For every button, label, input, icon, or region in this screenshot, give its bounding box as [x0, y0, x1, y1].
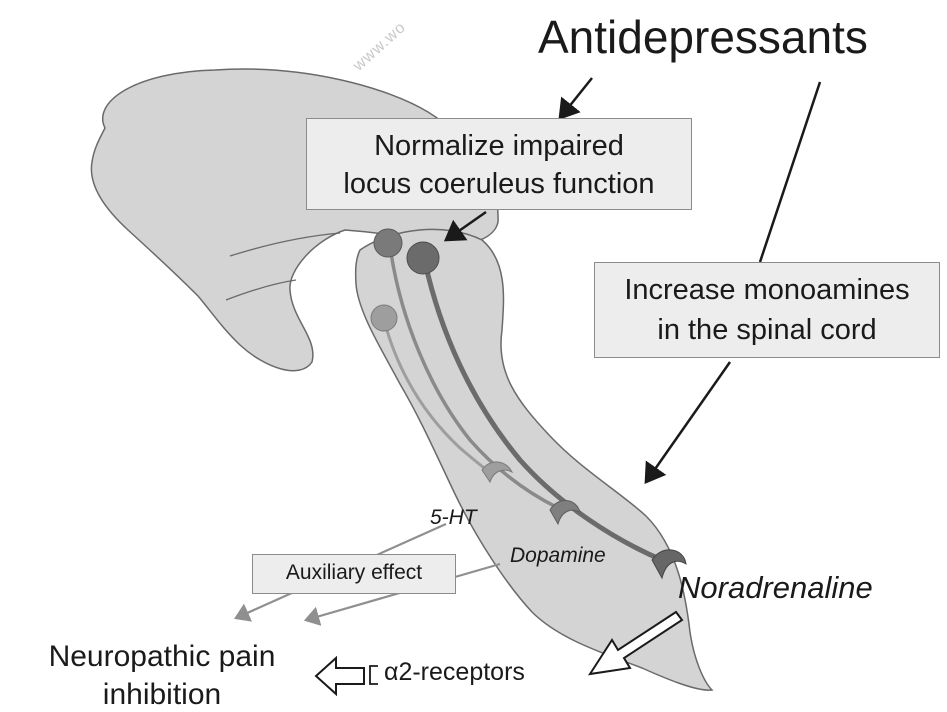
arrow-to-locus-coeruleus-box — [560, 78, 592, 118]
locus-coeruleus-box: Normalize impaired locus coeruleus funct… — [306, 118, 692, 210]
auxiliary-effect-box: Auxiliary effect — [252, 554, 456, 594]
arrow-box-to-spinal-cord — [646, 362, 730, 482]
outcome-line2: inhibition — [12, 676, 312, 712]
auxiliary-effect-label: Auxiliary effect — [253, 555, 455, 591]
spinal-cord-box: Increase monoamines in the spinal cord — [594, 262, 940, 358]
locus-coeruleus-box-line1: Normalize impaired — [307, 127, 691, 165]
alpha2-receptors-label: α2-receptors — [384, 658, 525, 687]
outcome-line1: Neuropathic pain — [12, 638, 312, 676]
receptor-bracket — [370, 666, 378, 684]
spinal-cord-box-line1: Increase monoamines — [595, 270, 939, 310]
spinal-cord-box-line2: in the spinal cord — [595, 310, 939, 350]
neuropathic-pain-outcome: Neuropathic pain inhibition — [12, 638, 312, 712]
serotonin-label: 5-HT — [430, 506, 477, 530]
locus-coeruleus-box-line2: locus coeruleus function — [307, 165, 691, 203]
antidepressants-title: Antidepressants — [538, 10, 868, 64]
noradrenaline-neuron-body — [407, 242, 439, 274]
receptor-to-outcome-arrow — [316, 658, 364, 694]
noradrenaline-label: Noradrenaline — [678, 570, 873, 606]
arrow-to-spinal-cord-box — [760, 82, 820, 262]
dopamine-neuron-body — [374, 229, 402, 257]
serotonin-neuron-body — [371, 305, 397, 331]
dopamine-label: Dopamine — [510, 544, 606, 568]
